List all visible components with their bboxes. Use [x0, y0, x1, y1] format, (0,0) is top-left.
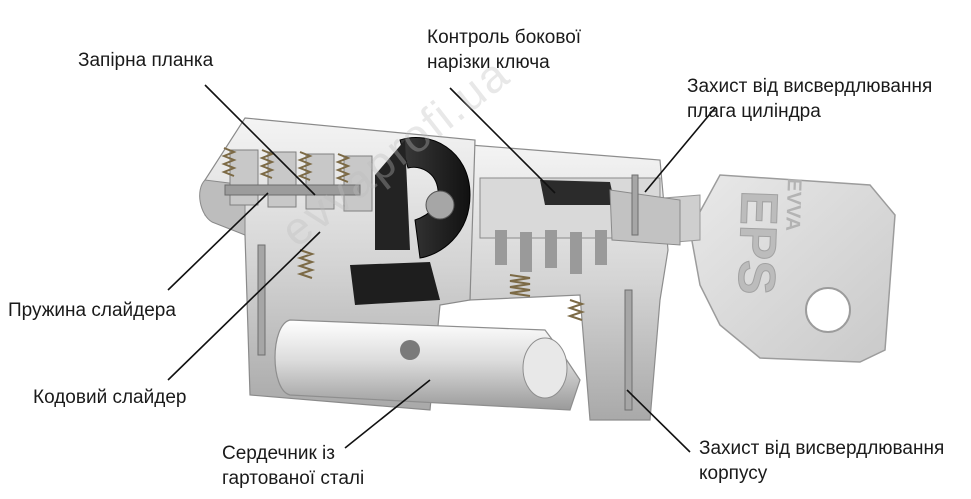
hardened-core: [274, 319, 581, 411]
leader-side-code-control: [449, 87, 556, 194]
leader-hardened-core: [344, 379, 431, 449]
label-cam-drill-protection: Захист від висвердлювання плага циліндра: [687, 74, 932, 124]
label-code-slider-text: Кодовий слайдер: [33, 387, 187, 408]
leader-locking-bar: [204, 84, 316, 196]
label-code-slider: Кодовий слайдер: [33, 385, 186, 410]
label-hardened-core-line1: Сердечник із: [222, 443, 335, 464]
key-hole: [805, 287, 851, 333]
label-locking-bar-text: Запірна планка: [78, 50, 214, 71]
label-locking-bar: Запірна планка: [78, 48, 213, 73]
label-hardened-core-line2: гартованої сталі: [222, 468, 365, 489]
label-body-drill-protection-line2: корпусу: [699, 463, 768, 484]
leader-cam-drill-protection: [644, 107, 716, 193]
cylinder-right-half: [469, 144, 681, 421]
label-side-code-control-line1: Контроль бокової: [427, 27, 582, 48]
label-side-code-control: Контроль бокової нарізки ключа: [427, 25, 581, 75]
label-body-drill-protection: Захист від висвердлювання корпусу: [699, 436, 944, 486]
leader-body-drill-protection: [626, 389, 691, 453]
key-brand-text: EVVA: [781, 178, 805, 232]
leader-code-slider: [167, 231, 321, 381]
label-hardened-core: Сердечник із гартованої сталі: [222, 441, 364, 491]
key: EVVA EPS: [639, 174, 896, 363]
label-slider-spring-text: Пружина слайдера: [8, 300, 176, 321]
label-side-code-control-line2: нарізки ключа: [427, 52, 550, 73]
cam: [350, 136, 471, 305]
leader-slider-spring: [167, 192, 269, 291]
label-slider-spring: Пружина слайдера: [8, 298, 176, 323]
label-body-drill-protection-line1: Захист від висвердлювання: [699, 438, 945, 459]
label-cam-drill-protection-line2: плага циліндра: [687, 101, 821, 122]
leader-lines: [167, 84, 716, 453]
key-system-text: EPS: [726, 190, 788, 296]
label-cam-drill-protection-line1: Захист від висвердлювання: [687, 76, 933, 97]
